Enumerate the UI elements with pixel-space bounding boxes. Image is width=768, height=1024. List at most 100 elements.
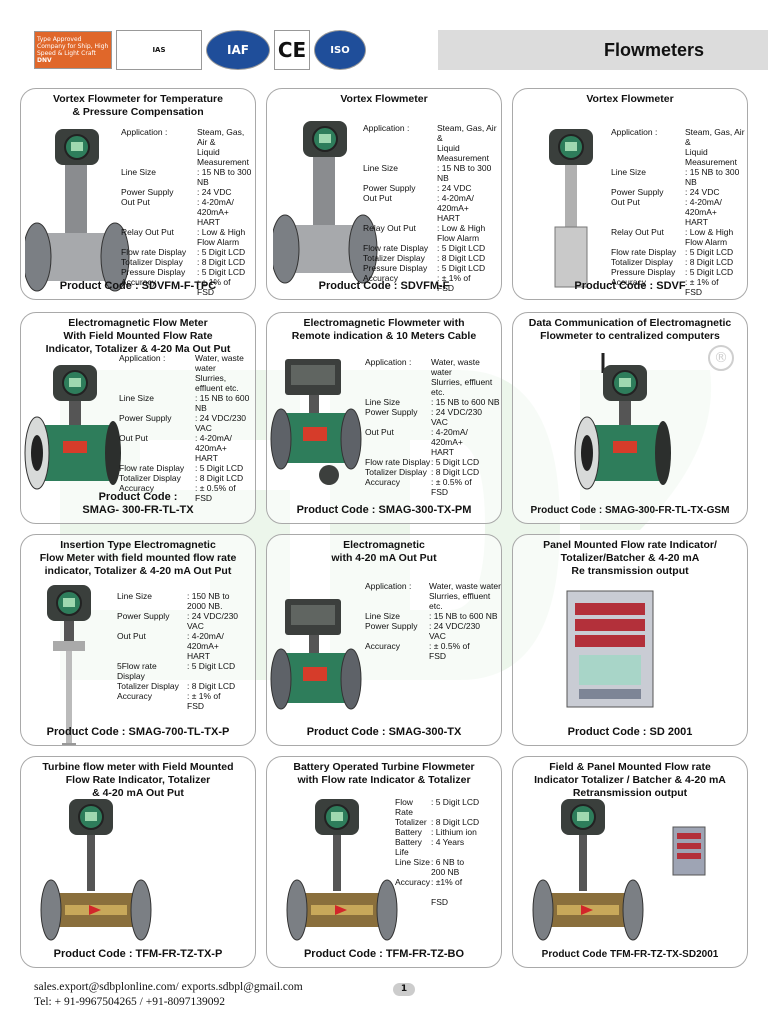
spec-value: : 24 VDC/230 VAC	[431, 407, 483, 427]
spec-row: Out Put: 4-20mA/ 420mA+ HART	[363, 193, 501, 223]
spec-row: Accuracy: ±1% of FSD	[395, 877, 479, 907]
spec-value: Water, waste water Slurries, effluent et…	[431, 357, 493, 397]
ias-mark: IAS	[152, 46, 166, 54]
spec-row: Application :Water, waste water Slurries…	[365, 581, 501, 611]
product-image	[269, 357, 365, 491]
spec-value: : 5 Digit LCD	[431, 797, 480, 807]
spec-key: Totalizer Display	[117, 681, 179, 691]
spec-value: : 15 NB to 600 NB	[429, 611, 498, 621]
spec-key: Line Size	[365, 397, 400, 407]
spec-key: Line Size	[395, 857, 430, 867]
spec-row: Relay Out Put: Low & High Flow Alarm	[121, 227, 255, 247]
spec-row: Accuracy: ± 1% of FSD	[117, 691, 238, 711]
product-image	[565, 589, 655, 713]
spec-row: Out Put: 4-20mA/ 420mA+ HART	[611, 197, 747, 227]
product-image	[270, 119, 383, 293]
spec-key: Line Size	[365, 611, 400, 621]
product-title: Vortex Flowmeter for Temperature & Press…	[53, 93, 223, 118]
spec-row: Totalizer Display: 8 Digit LCD	[611, 257, 747, 267]
spec-key: Line Size	[363, 163, 398, 173]
spec-value: : 24 VDC	[197, 187, 232, 197]
spec-key: Application :	[611, 127, 658, 137]
spec-row: Pressure Display : 5 Digit LCD	[611, 267, 747, 277]
spec-list: Application :Steam, Gas, Air & Liquid Me…	[121, 127, 255, 297]
product-code: Product Code : SMAG-300-FR-TL-TX-GSM	[530, 505, 730, 516]
spec-value: : 5 Digit LCD	[437, 243, 486, 253]
spec-key: Totalizer Display	[119, 473, 181, 483]
spec-key: Flow rate Display	[119, 463, 185, 473]
spec-key: Application :	[365, 357, 412, 367]
page-header: Type Approved Company for Ship, High Spe…	[0, 0, 768, 80]
spec-key: Flow rate Display	[121, 247, 187, 257]
spec-value: : 8 Digit LCD	[431, 467, 480, 477]
product-card: Vortex Flowmeter for Temperature & Press…	[20, 88, 256, 300]
contact-footer: sales.export@sdbplonline.com/ exports.sd…	[34, 980, 303, 1010]
spec-row: Flow rate Display: 5 Digit LCD	[611, 247, 747, 257]
spec-row: Totalizer: 8 Digit LCD	[395, 817, 479, 827]
spec-row: Out Put: 4-20mA/ 420mA+ HART	[117, 631, 238, 661]
product-code: Product Code : SDVF	[574, 280, 686, 292]
spec-row: Power Supply: 24 VDC	[363, 183, 501, 193]
spec-list: Application : Water, waste water Slurries…	[365, 357, 501, 497]
product-title: Electromagnetic Flowmeter with Remote in…	[291, 317, 477, 342]
spec-row: Line Size: 15 NB to 300 NB	[611, 167, 747, 187]
spec-value: : Low & High Flow Alarm	[685, 227, 734, 247]
footer-emails[interactable]: sales.export@sdbplonline.com/ exports.sd…	[34, 981, 303, 993]
spec-value: Steam, Gas, Air & Liquid Measurement	[197, 127, 249, 167]
spec-value: : 8 Digit LCD	[197, 257, 246, 267]
product-card: Insertion Type Electromagnetic Flow Mete…	[20, 534, 256, 746]
product-card: Electromagnetic Flowmeter with Remote in…	[266, 312, 502, 524]
product-image	[519, 127, 629, 299]
product-card: Electromagnetic Flow Meter With Field Mo…	[20, 312, 256, 524]
spec-value: : 5 Digit LCD	[685, 267, 734, 277]
product-code: Product Code : SDVFM-F	[318, 280, 450, 292]
spec-row: Application :Steam, Gas, Air & Liquid Me…	[121, 127, 255, 167]
spec-value: : 5 Digit LCD	[431, 457, 480, 467]
spec-key: Battery	[395, 827, 422, 837]
spec-row: Totalizer Display: 8 Digit LCD	[365, 467, 501, 477]
spec-key: Pressure Display	[363, 263, 428, 273]
spec-row: Power Supply : 24 VDC	[121, 187, 255, 197]
spec-row: Application :Steam, Gas, Air & Liquid Me…	[363, 123, 501, 163]
spec-key: Power Supply	[121, 187, 174, 197]
spec-row: Accuracy: ± 1% of FSD	[121, 277, 255, 297]
product-code: Product Code : SMAG- 300-FR-TL-TX	[82, 491, 194, 516]
spec-key: Line Size	[121, 167, 156, 177]
spec-key: Accuracy	[119, 483, 154, 493]
spec-row: Totalizer Display: 8 Digit LCD	[121, 257, 255, 267]
spec-row: Relay Out Put: Low & High Flow Alarm	[363, 223, 501, 243]
product-image	[23, 353, 123, 507]
product-image	[31, 797, 221, 967]
spec-key: Flow rate Display	[611, 247, 677, 257]
spec-key: Relay Out Put	[611, 227, 664, 237]
product-code: Product Code : SMAG-300-TX-PM	[296, 504, 472, 516]
spec-key: Line Size	[117, 591, 152, 601]
spec-key: Application :	[363, 123, 410, 133]
product-title: Turbine flow meter with Field Mounted Fl…	[42, 761, 234, 799]
spec-key: Flow Rate	[395, 797, 413, 817]
spec-key: Totalizer Display	[611, 257, 673, 267]
spec-key: Totalizer	[395, 817, 427, 827]
spec-row: Totalizer Display: 8 Digit LCD	[363, 253, 501, 263]
spec-row: Accuracy: ± 0.5% of FSD	[119, 483, 255, 503]
product-title: Insertion Type Electromagnetic Flow Mete…	[39, 539, 237, 577]
product-code: Product Code : SD 2001	[567, 726, 693, 738]
spec-key: Application :	[119, 353, 166, 363]
spec-key: Accuracy	[395, 877, 430, 887]
spec-list: Flow Rate : 5 Digit LCD Totalizer: 8 Digit…	[395, 797, 479, 907]
spec-key: Relay Out Put	[363, 223, 416, 233]
spec-value: : 8 Digit LCD	[187, 681, 236, 691]
spec-row: Flow Rate : 5 Digit LCD	[395, 797, 479, 817]
spec-row: Totalizer Display: 8 Digit LCD	[119, 473, 255, 483]
spec-value: : 5 Digit LCD	[197, 247, 246, 257]
spec-row: Accuracy: ± 1% of FSD	[363, 273, 501, 293]
spec-value: : 5 Digit LCD	[197, 267, 246, 277]
spec-key: Line Size	[611, 167, 646, 177]
spec-value: : ± 1% of FSD	[197, 277, 231, 297]
spec-key: Line Size	[119, 393, 154, 403]
spec-key: Power Supply	[119, 413, 172, 423]
spec-value: : 4-20mA/ 420mA+ HART	[197, 197, 234, 227]
spec-value: : 8 Digit LCD	[437, 253, 486, 263]
spec-key: Out Put	[365, 427, 394, 437]
spec-key: Pressure Display	[611, 267, 676, 277]
